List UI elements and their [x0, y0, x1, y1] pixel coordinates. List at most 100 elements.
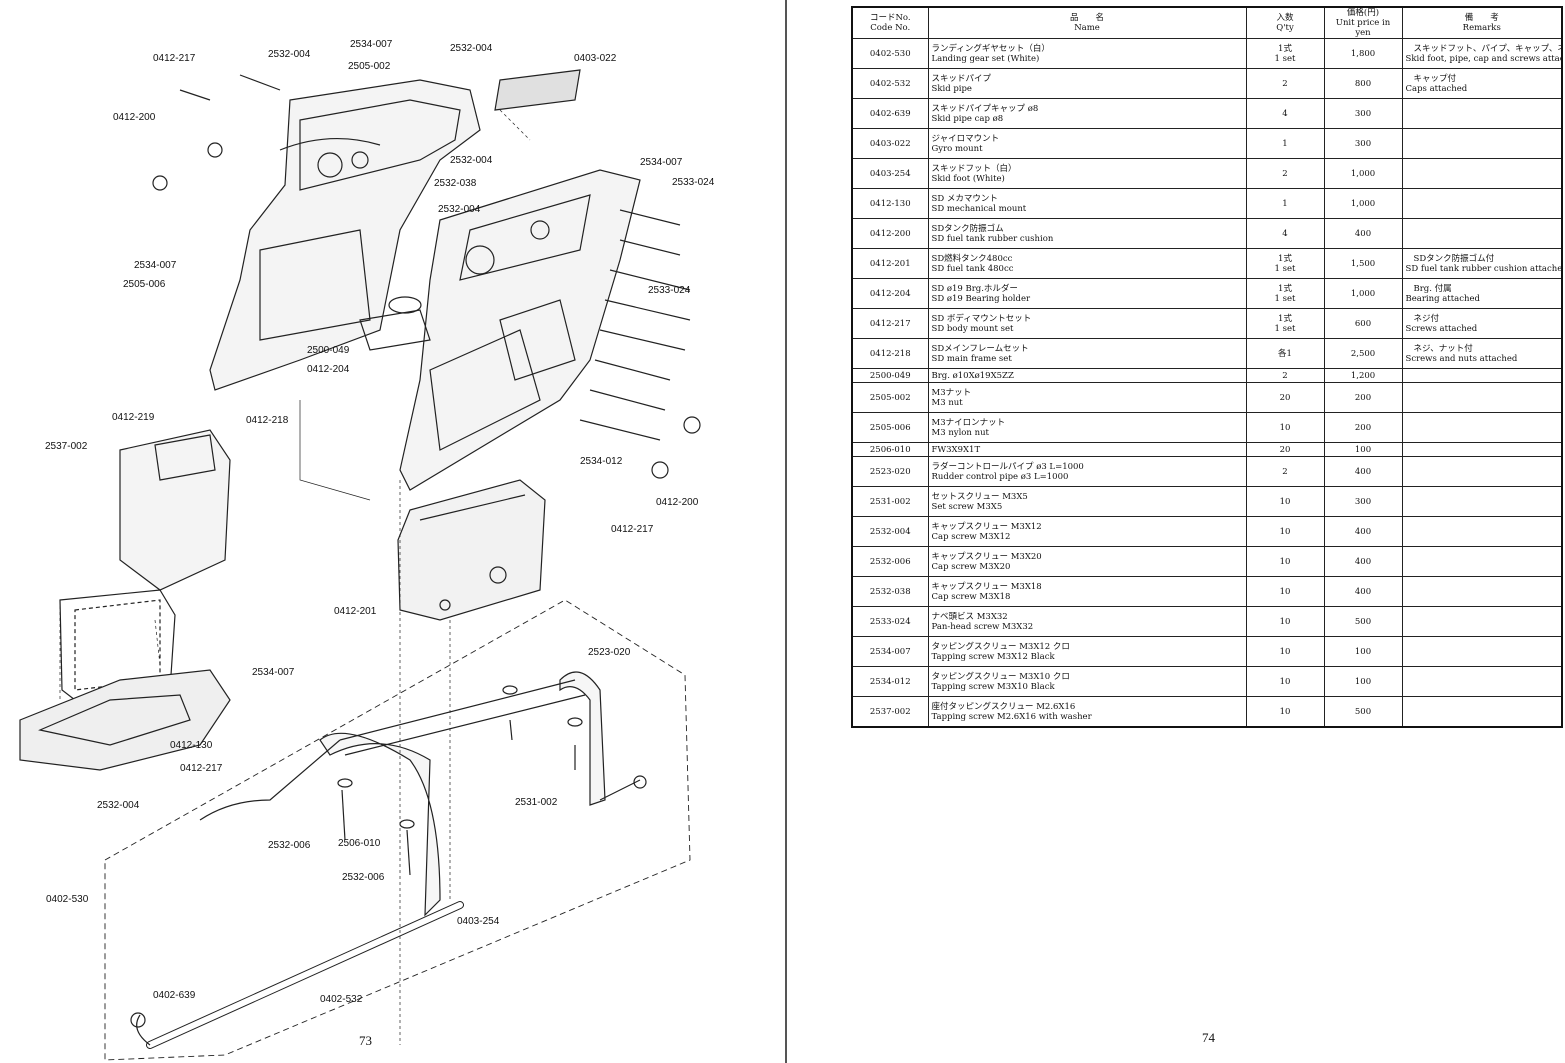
callout-label: 0412-218 — [246, 415, 289, 426]
callout-label: 2500-049 — [307, 345, 350, 356]
cell-remarks — [1401, 218, 1563, 249]
cell-price: 600 — [1323, 308, 1403, 339]
callout-label: 0412-130 — [170, 740, 213, 751]
cell-remarks — [1401, 636, 1563, 667]
cell-qty: 10 — [1245, 666, 1325, 697]
cell-remarks — [1401, 516, 1563, 547]
cell-qty: 20 — [1245, 442, 1325, 457]
cell-code: 2534-007 — [851, 636, 929, 667]
cell-price: 200 — [1323, 412, 1403, 443]
cell-qty: 2 — [1245, 368, 1325, 383]
cell-qty: 10 — [1245, 696, 1325, 728]
cell-qty: 4 — [1245, 98, 1325, 129]
callout-labels: 0412-217 2532-004 2534-007 2532-004 2505… — [45, 39, 715, 1005]
callout-label: 2534-007 — [252, 667, 295, 678]
cell-qty: 4 — [1245, 218, 1325, 249]
cell-price: 800 — [1323, 68, 1403, 99]
cell-price: 1,500 — [1323, 248, 1403, 279]
page-number-left: 73 — [359, 1033, 372, 1048]
callout-label: 2532-004 — [450, 155, 493, 166]
callout-label: 2534-012 — [580, 456, 623, 467]
cell-code: 0412-200 — [851, 218, 929, 249]
exploded-parts-diagram: 0412-217 2532-004 2534-007 2532-004 2505… — [19, 39, 715, 1061]
page-number-right: 74 — [1202, 1030, 1215, 1045]
cell-price: 400 — [1323, 546, 1403, 577]
callout-label: 2532-006 — [268, 840, 311, 851]
callout-label: 0402-530 — [46, 894, 89, 905]
cell-price: 300 — [1323, 128, 1403, 159]
cell-qty: 10 — [1245, 486, 1325, 517]
cell-remarks — [1401, 412, 1563, 443]
cell-qty: 10 — [1245, 636, 1325, 667]
cell-code: 0402-639 — [851, 98, 929, 129]
book-gutter — [785, 0, 787, 1063]
cell-name: スキッドフット（白）Skid foot (White) — [927, 158, 1247, 189]
cell-qty: 10 — [1245, 606, 1325, 637]
cell-price: 400 — [1323, 456, 1403, 487]
cell-code: 2531-002 — [851, 486, 929, 517]
callout-label: 2532-004 — [450, 43, 493, 54]
callout-label: 2523-020 — [588, 647, 631, 658]
cell-code: 0403-254 — [851, 158, 929, 189]
callout-label: 0403-254 — [457, 916, 500, 927]
cell-remarks — [1401, 98, 1563, 129]
cell-price: 500 — [1323, 606, 1403, 637]
cell-price: 300 — [1323, 98, 1403, 129]
callout-label: 2531-002 — [515, 797, 558, 808]
cell-code: 0412-217 — [851, 308, 929, 339]
cell-remarks — [1401, 486, 1563, 517]
cell-price: 1,000 — [1323, 278, 1403, 309]
cell-code: 0412-201 — [851, 248, 929, 279]
cell-qty: 2 — [1245, 68, 1325, 99]
callout-label: 0403-022 — [574, 53, 617, 64]
cell-remarks — [1401, 442, 1563, 457]
cell-remarks — [1401, 606, 1563, 637]
cell-remarks — [1401, 382, 1563, 413]
cell-price: 100 — [1323, 636, 1403, 667]
cell-qty: 20 — [1245, 382, 1325, 413]
callout-label: 2534-007 — [640, 157, 683, 168]
diagram-line-art — [19, 69, 701, 1061]
callout-label: 0412-204 — [307, 364, 350, 375]
cell-price: 100 — [1323, 666, 1403, 697]
callout-label: 0402-639 — [153, 990, 196, 1001]
cell-price: 500 — [1323, 696, 1403, 728]
cell-price: 100 — [1323, 442, 1403, 457]
cell-code: 2500-049 — [851, 368, 929, 383]
cell-code: 2505-002 — [851, 382, 929, 413]
